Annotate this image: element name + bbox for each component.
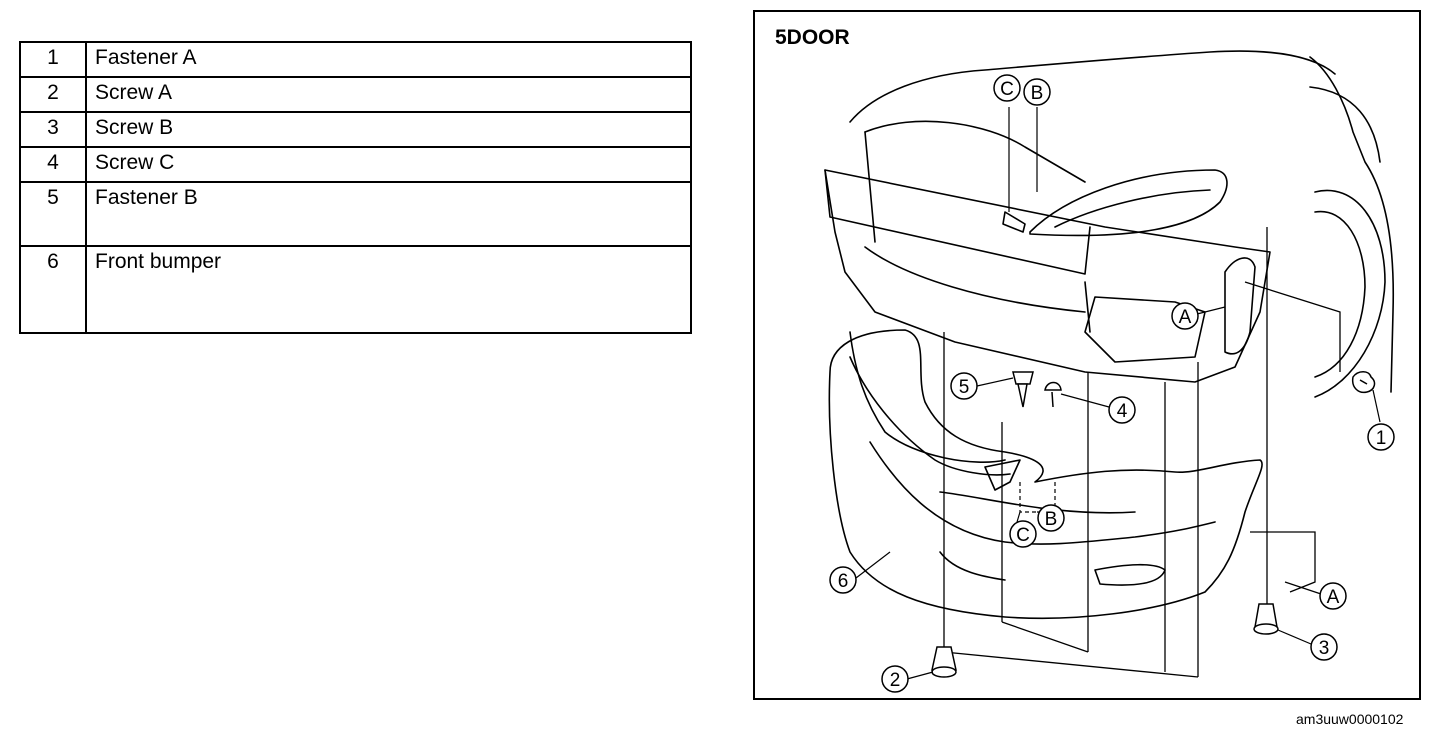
part-name: Front bumper bbox=[85, 245, 692, 334]
table-row: 4 Screw C bbox=[19, 146, 692, 183]
fastener-b-icon bbox=[1012, 371, 1034, 408]
callout-6 bbox=[829, 566, 857, 594]
callout-6-label: 6 bbox=[838, 571, 849, 592]
part-number: 3 bbox=[19, 111, 87, 148]
location-b-label: B bbox=[1031, 83, 1044, 104]
bumper-inner-curve bbox=[849, 356, 1011, 476]
side-bracket bbox=[1224, 257, 1256, 355]
table-row: 3 Screw B bbox=[19, 111, 692, 148]
callout-2 bbox=[881, 665, 909, 693]
callout-1 bbox=[1367, 423, 1395, 451]
support-upper-frame bbox=[864, 120, 1086, 183]
body-side-outline bbox=[1309, 56, 1395, 393]
bumper-lower-lip bbox=[939, 491, 1136, 514]
splash-shield bbox=[1084, 296, 1206, 363]
callout-5-label: 5 bbox=[959, 377, 970, 398]
callout-4 bbox=[1108, 396, 1136, 424]
location-a-label: A bbox=[1179, 307, 1192, 328]
part-number: 4 bbox=[19, 146, 87, 183]
fog-light-left bbox=[939, 551, 1006, 581]
table-row: 6 Front bumper bbox=[19, 245, 692, 334]
callout-a bbox=[1319, 582, 1347, 610]
part-number: 1 bbox=[19, 41, 87, 78]
location-c-label: C bbox=[1000, 79, 1014, 100]
fastener-a-icon bbox=[1351, 371, 1376, 394]
callout-5 bbox=[950, 372, 978, 400]
screw-c-icon bbox=[1044, 381, 1062, 408]
callout-b bbox=[1023, 78, 1051, 106]
radiator-support bbox=[824, 169, 1271, 383]
reinforcement-lower bbox=[864, 246, 1086, 313]
bumper-grille-opening bbox=[869, 441, 1216, 545]
callout-1-label: 1 bbox=[1376, 428, 1387, 449]
table-row: 1 Fastener A bbox=[19, 41, 692, 78]
front-fender bbox=[1309, 86, 1381, 163]
bumper-clip-tab bbox=[984, 459, 1021, 491]
headlight bbox=[1029, 169, 1228, 237]
bumper-reinforcement bbox=[824, 169, 1091, 275]
part-number: 2 bbox=[19, 76, 87, 113]
screw-b-icon bbox=[1253, 603, 1279, 635]
front-bumper-outline bbox=[828, 329, 1263, 620]
bumper-upper-edge bbox=[849, 331, 1006, 463]
callout-2-label: 2 bbox=[890, 670, 901, 691]
part-name: Screw B bbox=[85, 111, 692, 148]
callout-3 bbox=[1310, 633, 1338, 661]
hood-outline bbox=[849, 50, 1336, 123]
diagram-title: 5DOOR bbox=[775, 26, 850, 49]
fog-light-right bbox=[1094, 563, 1166, 586]
location-a-label: A bbox=[1327, 587, 1340, 608]
callout-3-label: 3 bbox=[1319, 638, 1330, 659]
wheel-arch-inner bbox=[1314, 210, 1366, 378]
location-b-label: B bbox=[1045, 509, 1058, 530]
part-number: 6 bbox=[19, 245, 87, 334]
table-row: 2 Screw A bbox=[19, 76, 692, 113]
parts-table: 1 Fastener A 2 Screw A 3 Screw B 4 Screw… bbox=[19, 41, 692, 334]
headlight-lens bbox=[1054, 189, 1211, 228]
part-name: Fastener B bbox=[85, 181, 692, 247]
callout-b bbox=[1037, 504, 1065, 532]
location-c-label: C bbox=[1016, 525, 1030, 546]
callout-c bbox=[993, 74, 1021, 102]
support-left-post bbox=[864, 131, 876, 243]
part-number: 5 bbox=[19, 181, 87, 247]
callout-a bbox=[1171, 302, 1199, 330]
part-name: Screw A bbox=[85, 76, 692, 113]
wheel-arch bbox=[1314, 189, 1386, 398]
part-name: Fastener A bbox=[85, 41, 692, 78]
diagram-frame: 1 2 3 4 5 6 A A B B C C 5DOOR bbox=[753, 10, 1421, 700]
part-name: Screw C bbox=[85, 146, 692, 183]
screw-a-icon bbox=[931, 646, 957, 678]
exploded-view-drawing: 1 2 3 4 5 6 A A B B C C bbox=[824, 50, 1395, 693]
table-row: 5 Fastener B bbox=[19, 181, 692, 247]
figure-code: am3uuw0000102 bbox=[1296, 711, 1404, 727]
callout-c bbox=[1009, 520, 1037, 548]
callout-4-label: 4 bbox=[1117, 401, 1128, 422]
